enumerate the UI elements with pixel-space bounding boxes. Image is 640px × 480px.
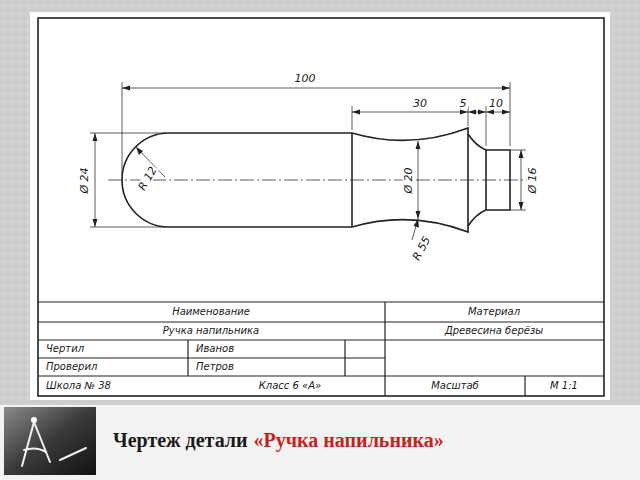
diameter-dimension: Ø 20: [403, 166, 414, 194]
title-block-cell: Ручка напильника: [163, 326, 259, 336]
title-block-cell: Чертил: [46, 344, 84, 354]
dimension-value: 5: [459, 98, 468, 109]
title-block-cell: М 1:1: [550, 381, 578, 391]
dimension-value: 10: [488, 98, 504, 109]
title-block-cell: Класс 6 «А»: [259, 381, 322, 391]
caption-text: Чертеж детали: [113, 430, 248, 450]
title-block-cell: Проверил: [46, 362, 97, 372]
title-block-cell: Школа № 38: [46, 381, 111, 391]
title-block-cell: Масштаб: [431, 381, 479, 391]
title-block-cell: Иванов: [196, 344, 234, 354]
dimension-value: 100: [294, 73, 317, 84]
title-block-cell: Древесина берёзы: [445, 326, 543, 336]
dimension-value: 30: [412, 98, 428, 109]
title-block-cell: Материал: [468, 307, 520, 317]
diameter-dimension: Ø 16: [527, 166, 538, 194]
caption-text-accent: «Ручка напильника»: [254, 430, 444, 450]
title-block-cell: Наименование: [172, 307, 250, 317]
diameter-dimension: Ø 24: [79, 166, 90, 194]
title-block-cell: Петров: [196, 362, 234, 372]
